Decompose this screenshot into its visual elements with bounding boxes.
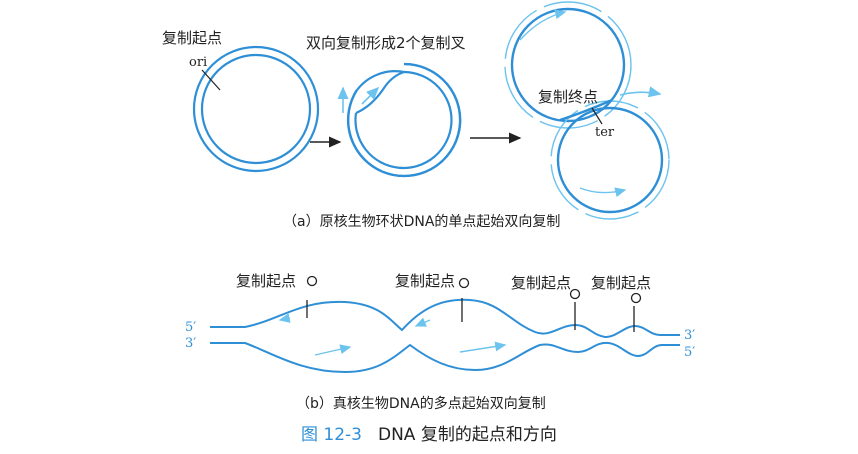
top-strand — [210, 298, 680, 339]
strand-label-top-left: 5′ — [185, 320, 196, 335]
figure-number: 图 12-3 — [301, 425, 362, 445]
fork-label: 双向复制形成2个复制叉 — [306, 34, 466, 52]
circular-dna-bubble — [337, 61, 462, 178]
panel-b-caption: （b）真核生物DNA的多点起始双向复制 — [296, 395, 546, 412]
direction-arrow — [459, 341, 507, 353]
origin-marker-4 — [630, 292, 642, 332]
ter-label: ter — [595, 125, 615, 140]
circular-dna-intact — [192, 45, 320, 173]
direction-arrow — [278, 313, 291, 323]
origin-label-b1: 复制起点 — [236, 272, 296, 290]
strand-label-bottom-left: 3′ — [185, 336, 196, 351]
figure-title: DNA 复制的起点和方向 — [378, 425, 557, 445]
origin-label-b4: 复制起点 — [591, 274, 651, 292]
origin-marker-3 — [569, 288, 581, 330]
origin-label-b3: 复制起点 — [511, 274, 571, 292]
bottom-strand — [210, 341, 680, 374]
theta-structure — [504, 1, 670, 220]
origin-marker-2 — [458, 277, 470, 322]
panel-a-caption: （a）原核生物环状DNA的单点起始双向复制 — [283, 213, 560, 230]
direction-arrow — [314, 344, 352, 356]
ori-pointer-line — [201, 69, 221, 91]
origin-label-a: 复制起点 — [162, 29, 222, 47]
strand-label-bottom-right: 5′ — [684, 345, 695, 360]
ter-pointer-line — [591, 107, 603, 125]
panel-b: 复制起点 复制起点 复制起点 复制起点 5′ 3′ 3′ 5′ （b）真核生物D… — [185, 272, 695, 412]
ori-label: ori — [189, 55, 207, 70]
origin-marker-1 — [306, 275, 318, 318]
terminus-label: 复制终点 — [538, 88, 598, 106]
direction-arrow — [414, 317, 431, 327]
origin-label-b2: 复制起点 — [395, 272, 455, 290]
strand-label-top-right: 3′ — [684, 328, 695, 343]
panel-a: 复制起点 ori 双向复制形成2个复制叉 — [162, 1, 670, 230]
